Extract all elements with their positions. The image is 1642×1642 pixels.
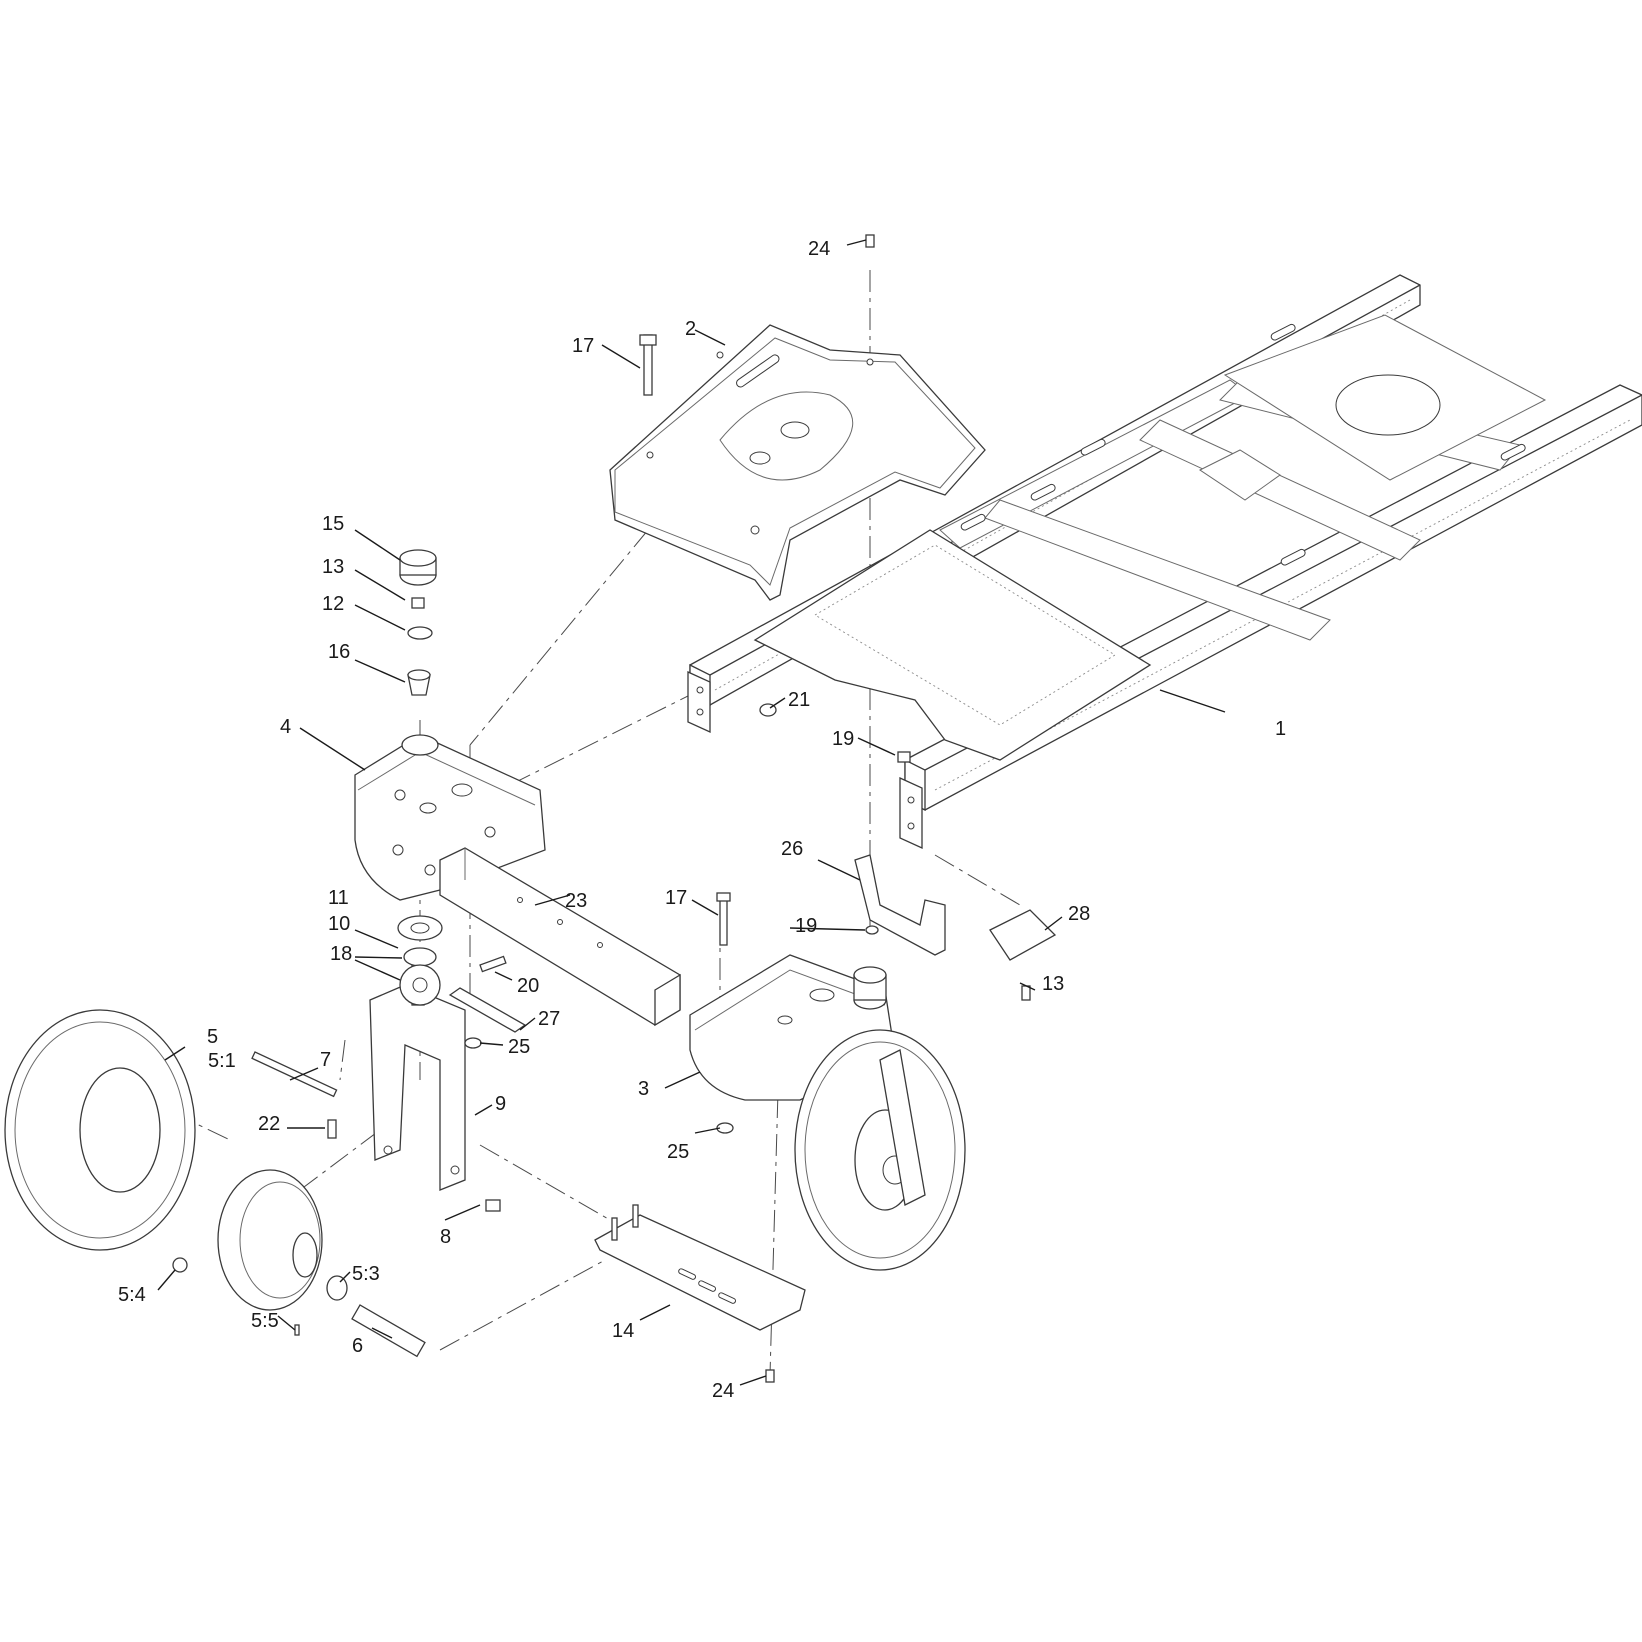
callout-25-upper: 25 [508, 1036, 530, 1058]
hardware [172, 234, 1031, 1383]
callout-15: 15 [322, 513, 344, 535]
callout-24-top: 24 [808, 238, 830, 260]
callout-13-right: 13 [1042, 973, 1064, 995]
callout-5: 5 [207, 1026, 218, 1048]
callout-24-bottom: 24 [712, 1380, 734, 1402]
spacer-10 [403, 947, 437, 967]
callout-20: 20 [517, 975, 539, 997]
callout-26: 26 [781, 838, 803, 860]
callout-13-top: 13 [322, 556, 344, 578]
callout-4: 4 [280, 716, 291, 738]
bolt-24-top [865, 234, 875, 248]
callout-17-lower: 17 [665, 887, 687, 909]
callout-16: 16 [328, 641, 350, 663]
left-caster-wheel [4, 1009, 196, 1251]
caster-plate [594, 1204, 806, 1331]
callout-7: 7 [320, 1049, 331, 1071]
callout-12: 12 [322, 593, 344, 615]
bracket-26 [854, 854, 946, 956]
spring-27 [448, 987, 527, 1033]
nut-13 [411, 597, 425, 609]
callout-5-1: 5:1 [208, 1050, 236, 1072]
callout-5-4: 5:4 [118, 1284, 146, 1306]
leader-lines [157, 239, 1226, 1386]
callout-10: 10 [328, 913, 350, 935]
callout-3: 3 [638, 1078, 649, 1100]
callout-14: 14 [612, 1320, 634, 1342]
callout-8: 8 [440, 1226, 451, 1248]
callout-labels: 1 2 3 4 5 5:1 5:3 5:4 5:5 6 7 8 9 10 11 … [118, 238, 1286, 1402]
callout-11: 11 [328, 887, 349, 909]
callout-2: 2 [685, 318, 696, 340]
callout-19-upper: 19 [832, 728, 854, 750]
callout-28: 28 [1068, 903, 1090, 925]
callout-9: 9 [495, 1093, 506, 1115]
callout-18: 18 [330, 943, 352, 965]
callout-27: 27 [538, 1008, 560, 1030]
callout-25-lower: 25 [667, 1141, 689, 1163]
wheel-rim [217, 1169, 323, 1311]
callout-1: 1 [1275, 718, 1286, 740]
callout-6: 6 [352, 1335, 363, 1357]
callout-22: 22 [258, 1113, 280, 1135]
callout-5-3: 5:3 [352, 1263, 380, 1285]
callout-5-5: 5:5 [251, 1310, 279, 1332]
axle-tube [439, 847, 681, 1027]
right-caster-wheel [794, 1029, 966, 1271]
callout-19-lower: 19 [795, 915, 817, 937]
washer-12 [407, 626, 433, 640]
top-plate [609, 324, 986, 601]
bracket-28 [989, 909, 1057, 961]
main-frame [687, 274, 1642, 850]
callout-21: 21 [788, 689, 810, 711]
callout-23: 23 [565, 890, 587, 912]
left-caster-housing [354, 734, 546, 901]
callout-17-top: 17 [572, 335, 594, 357]
